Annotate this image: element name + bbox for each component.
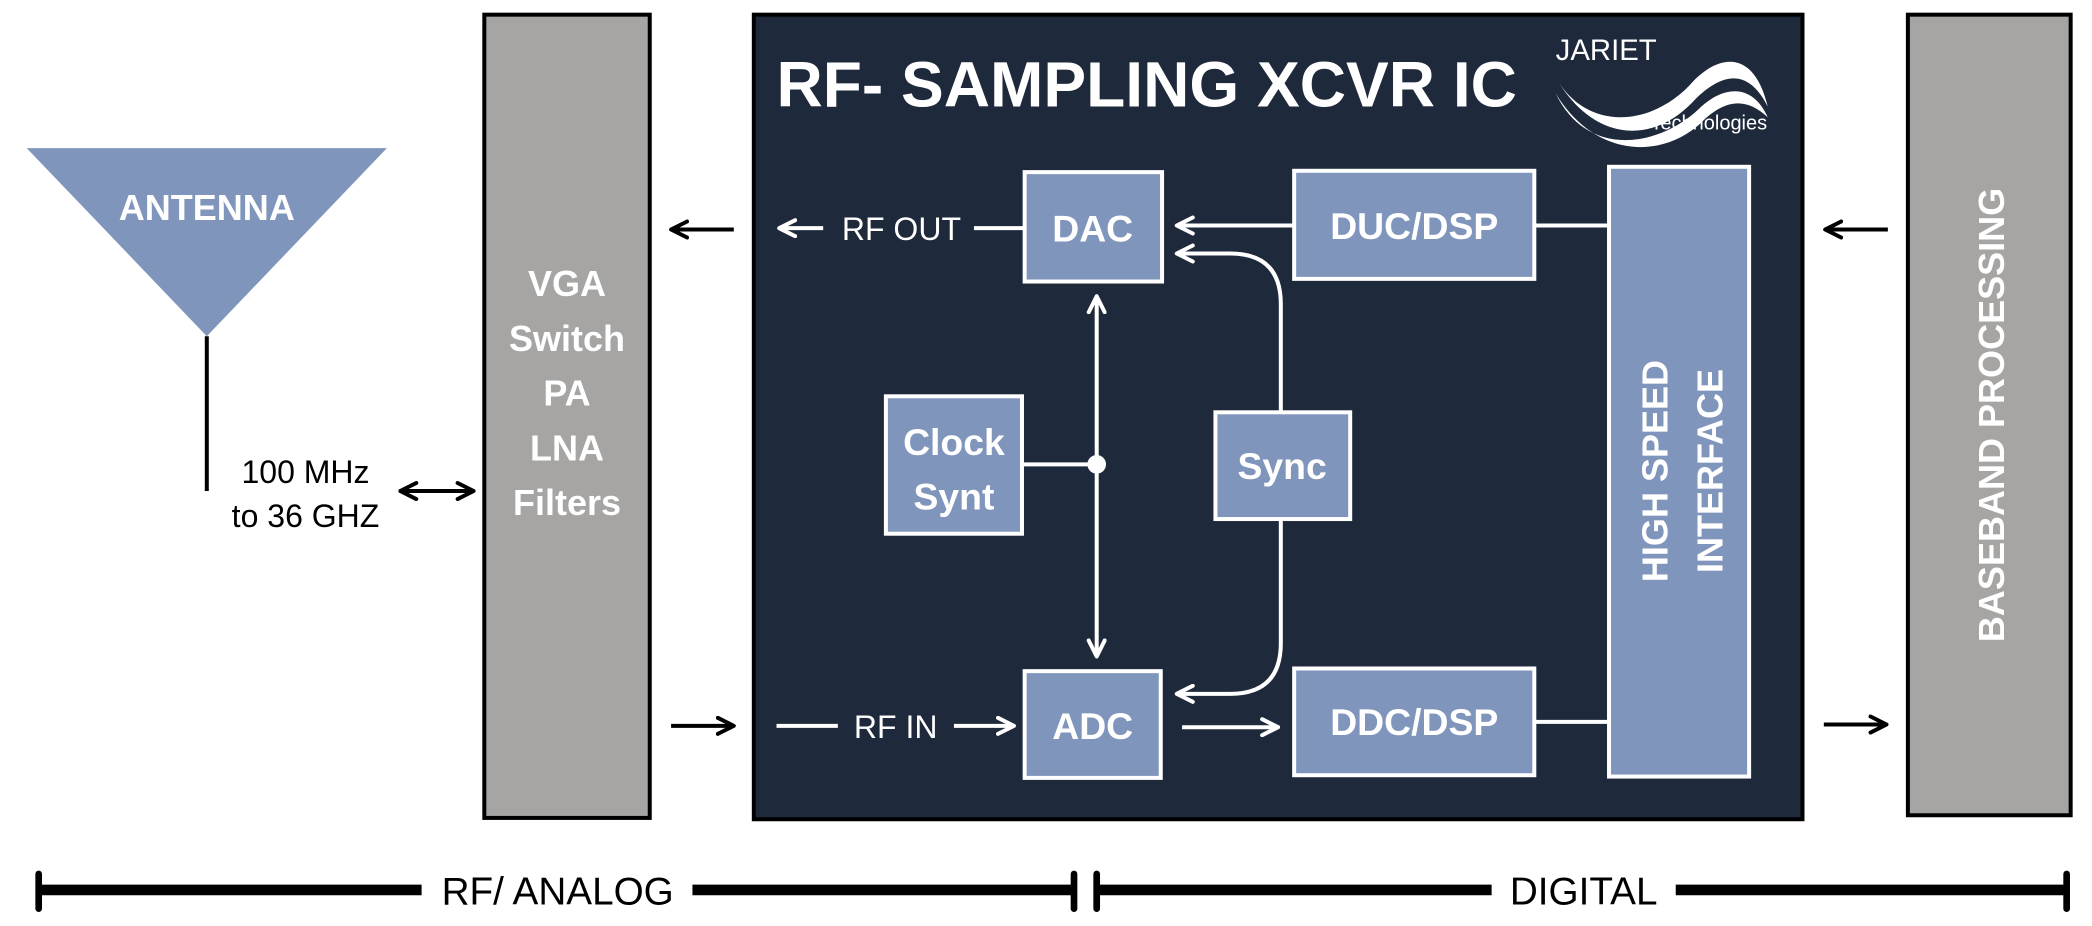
baseband-processing-block: BASEBAND PROCESSING: [1905, 12, 2073, 818]
chip-title: RF- SAMPLING XCVR IC: [776, 49, 1516, 121]
domain-analog-label: RF/ ANALOG: [442, 871, 674, 914]
high-speed-interface-block: HIGH SPEED INTERFACE: [1607, 164, 1752, 779]
rf-frontend-line: Filters: [513, 482, 621, 523]
sync-label: Sync: [1238, 445, 1327, 487]
rf-out-label: RF OUT: [842, 211, 961, 247]
clock-synth-label-line1: Clock: [903, 421, 1005, 463]
dac-block: DAC: [1022, 170, 1165, 284]
ddc-dsp-block: DDC/DSP: [1292, 666, 1537, 778]
dac-label: DAC: [1052, 208, 1133, 250]
frequency-range-line1: 100 MHz: [241, 454, 369, 490]
baseband-label: BASEBAND PROCESSING: [1971, 188, 2012, 642]
jariet-logo: JARIET Technologies: [1555, 34, 1768, 148]
adc-label: ADC: [1052, 705, 1133, 747]
logo-sub: Technologies: [1650, 112, 1767, 134]
clock-synth-label-line2: Synt: [913, 476, 994, 518]
domain-digital-bar: DIGITAL: [1093, 870, 2070, 914]
clock-synth-block: Clock Synt: [883, 394, 1024, 536]
xcvr-chip: RF- SAMPLING XCVR IC JARIET Technologies…: [751, 12, 1805, 822]
logo-wave-icon: [1555, 91, 1768, 148]
logo-name: JARIET: [1556, 34, 1657, 67]
ddc-dsp-label: DDC/DSP: [1330, 701, 1498, 743]
antenna-icon: [26, 148, 387, 337]
rf-frontend-line: VGA: [528, 263, 606, 304]
sync-to-dac-arrow: [1174, 243, 1283, 414]
rf-frontend-line: PA: [543, 373, 590, 414]
rf-frontend-line: LNA: [530, 427, 604, 468]
adc-block: ADC: [1022, 669, 1163, 780]
sync-to-adc-arrow: [1174, 519, 1283, 704]
duc-dsp-label: DUC/DSP: [1330, 205, 1498, 247]
duc-dsp-block: DUC/DSP: [1292, 168, 1537, 281]
domain-digital-label: DIGITAL: [1510, 871, 1658, 914]
rf-frontend-block: VGA Switch PA LNA Filters: [482, 12, 652, 820]
rf-in-label: RF IN: [854, 709, 938, 745]
domain-analog-bar: RF/ ANALOG: [35, 870, 1078, 914]
antenna-label: ANTENNA: [119, 187, 295, 228]
logo-wave-icon: [1555, 61, 1768, 131]
hsi-label-line2: INTERFACE: [1689, 369, 1730, 573]
antenna: ANTENNA 100 MHz to 36 GHZ: [26, 148, 476, 534]
sync-block: Sync: [1213, 410, 1353, 522]
frequency-range-line2: to 36 GHZ: [232, 498, 380, 534]
hsi-label-line1: HIGH SPEED: [1635, 360, 1676, 582]
rf-frontend-line: Switch: [509, 318, 625, 359]
